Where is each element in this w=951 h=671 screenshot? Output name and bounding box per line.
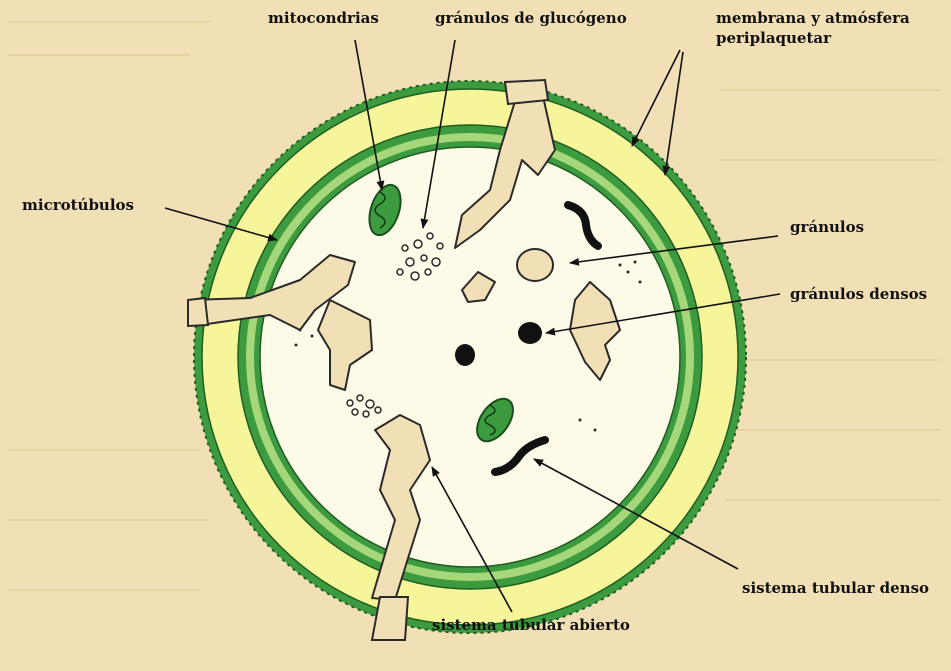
label-granulos: gránulos: [790, 218, 864, 236]
label-mitocondrias: mitocondrias: [268, 9, 379, 27]
label-membrana-line1: membrana y atmósfera: [716, 9, 910, 27]
label-tubular-abierto: sistema tubular abierto: [432, 616, 630, 634]
label-microtubulos: microtúbulos: [22, 196, 134, 214]
label-tubular-denso: sistema tubular denso: [742, 579, 929, 597]
label-membrana-line2: periplaquetar: [716, 29, 831, 47]
label-granulos-densos: gránulos densos: [790, 285, 927, 303]
label-glucogeno: gránulos de glucógeno: [435, 9, 627, 27]
